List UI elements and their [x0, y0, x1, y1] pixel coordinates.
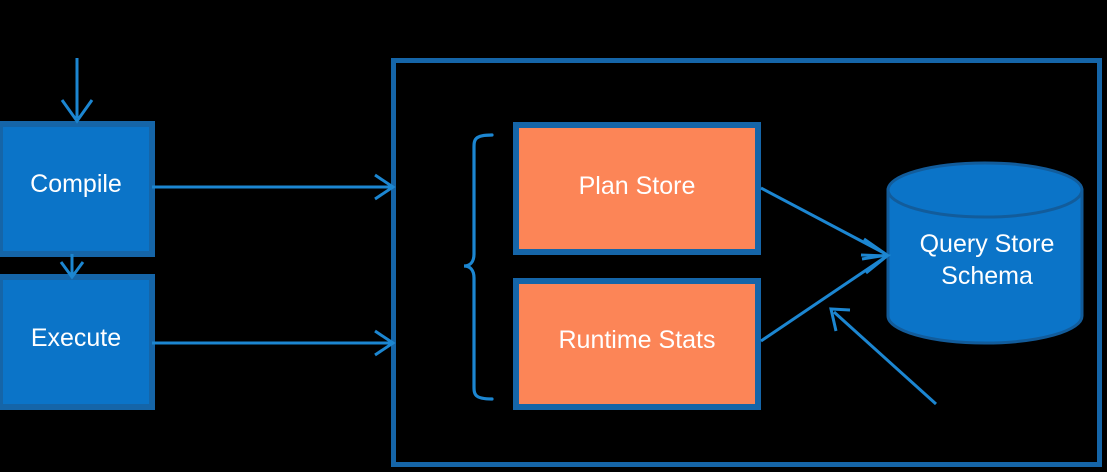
runtime-stats-box[interactable] [513, 278, 761, 410]
execute-to-boundary-arrow [152, 329, 396, 357]
query-store-schema-cylinder[interactable] [886, 161, 1084, 345]
compile-to-boundary-arrow [152, 173, 396, 201]
execute-box[interactable] [0, 274, 155, 410]
query-store-boundary [391, 58, 1102, 467]
plan-store-to-schema-arrow [760, 186, 891, 261]
compile-box[interactable] [0, 121, 155, 257]
external-to-schema-arrow [829, 307, 938, 406]
input-to-compile-arrow [60, 58, 94, 124]
plan-store-box[interactable] [513, 122, 761, 255]
compile-to-execute-arrow [59, 254, 85, 280]
grouping-brace [463, 133, 494, 401]
runtime-stats-to-schema-arrow [760, 253, 892, 343]
